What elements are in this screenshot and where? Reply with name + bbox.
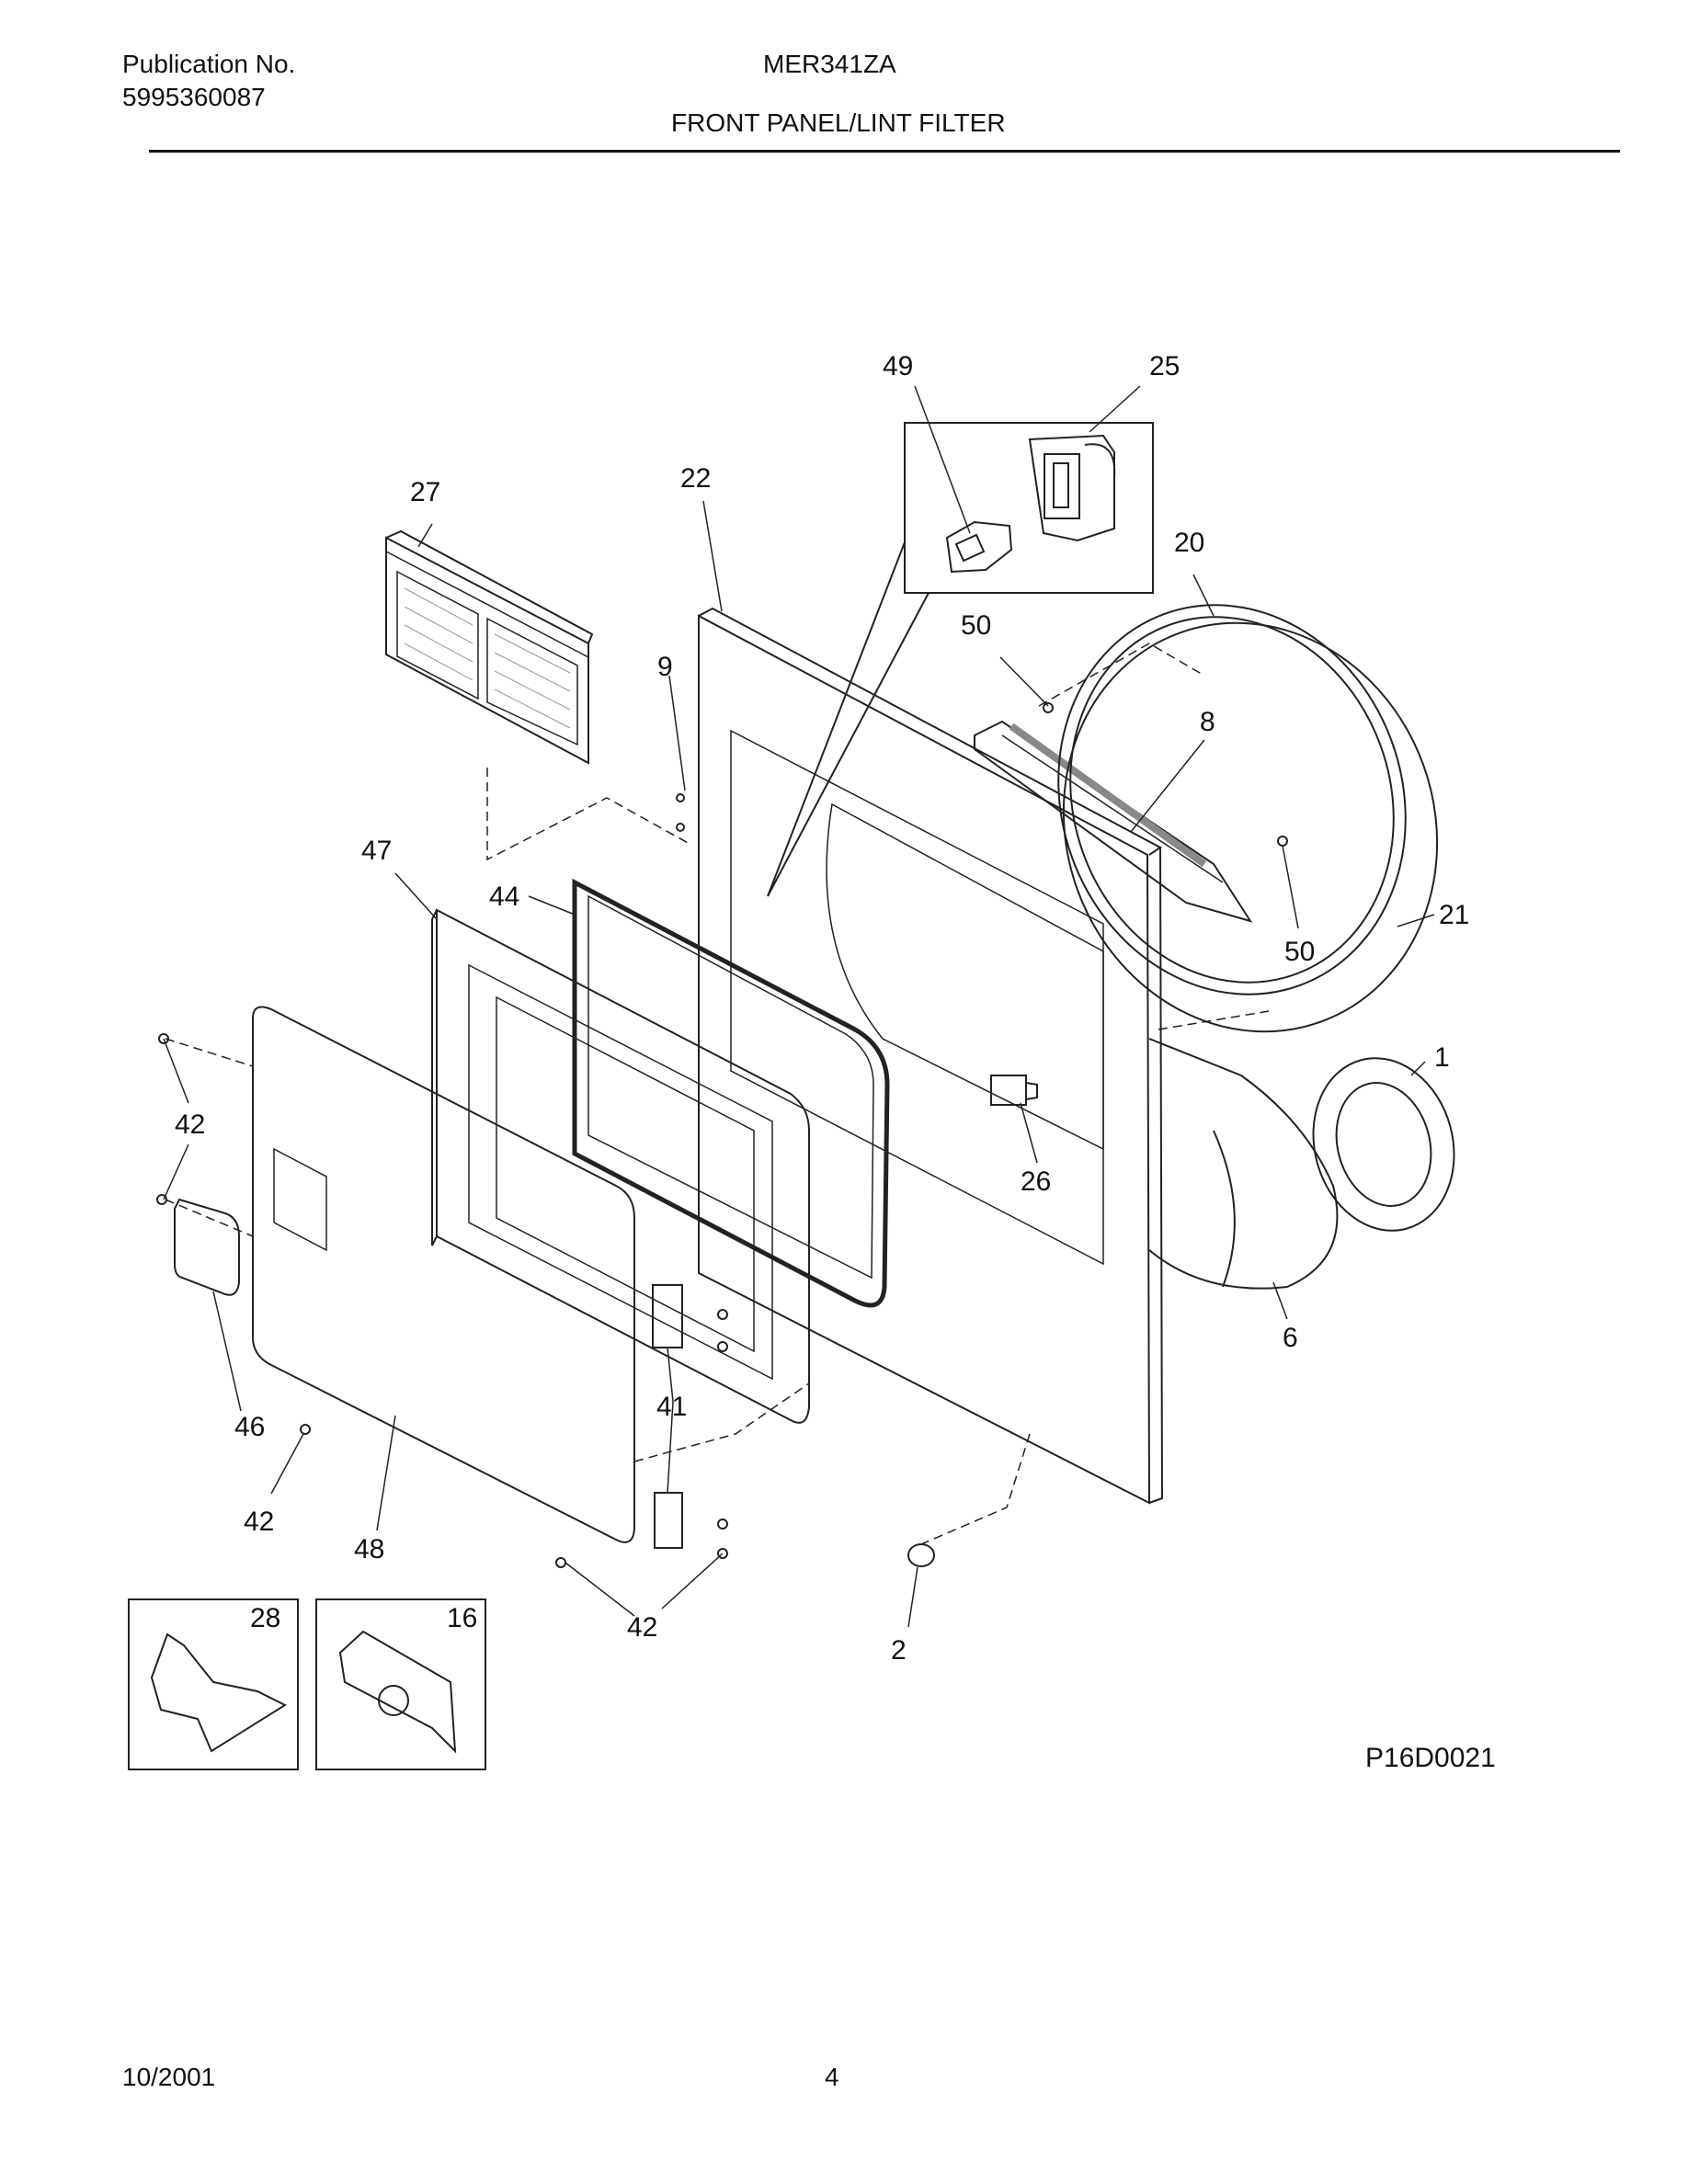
callout-42-left: 42	[175, 1109, 205, 1140]
callout-1: 1	[1434, 1042, 1450, 1073]
callout-47: 47	[361, 836, 392, 866]
drum-felt-seal-part	[1062, 621, 1439, 1033]
exhaust-duct-part	[1148, 1038, 1339, 1290]
door-catch-part	[150, 1632, 288, 1753]
outer-door-part	[252, 1006, 635, 1543]
callout-25: 25	[1149, 351, 1180, 381]
header-rule	[149, 150, 1620, 153]
inset-box-28	[128, 1598, 299, 1770]
alignment-lines	[165, 643, 1270, 1545]
callout-21: 21	[1439, 900, 1469, 930]
callout-22: 22	[680, 463, 711, 494]
callout-42-bottom: 42	[627, 1612, 657, 1643]
publication-label: Publication No.	[122, 50, 296, 78]
model-number: MER341ZA	[763, 50, 896, 78]
footer-page-number: 4	[825, 2063, 839, 2091]
screws	[156, 702, 1288, 1568]
exhaust-ring-part	[1312, 1057, 1455, 1232]
callout-9: 9	[657, 652, 673, 682]
callout-28: 28	[250, 1603, 280, 1633]
footer-date: 10/2001	[122, 2063, 216, 2091]
door-switch-26-part	[990, 1075, 1038, 1106]
strike-part	[338, 1630, 457, 1754]
door-switch-part	[945, 520, 1013, 574]
inset-door-switch-box	[767, 422, 1154, 897]
filter-guide-part	[974, 720, 1253, 923]
plug-part	[907, 1543, 935, 1567]
hinge-lower-part	[654, 1492, 683, 1549]
inner-door-part	[431, 908, 810, 1424]
section-title: FRONT PANEL/LINT FILTER	[671, 108, 1006, 137]
callout-8: 8	[1200, 707, 1215, 737]
leader-lines	[163, 385, 1435, 1628]
lint-filter-mesh	[404, 587, 571, 729]
callout-2: 2	[891, 1635, 907, 1666]
callout-27: 27	[410, 477, 440, 507]
callout-50-upper: 50	[961, 610, 991, 641]
drum-seal-ring-part	[1057, 604, 1407, 995]
door-gasket-part	[572, 878, 890, 1308]
callout-41: 41	[656, 1392, 687, 1422]
hinge-upper-part	[652, 1284, 683, 1348]
callout-46: 46	[234, 1412, 265, 1442]
callout-49: 49	[883, 351, 913, 381]
door-handle-part	[174, 1198, 240, 1296]
door-switch-housing-part	[1028, 434, 1116, 542]
callout-48: 48	[354, 1534, 384, 1564]
callout-44: 44	[489, 882, 519, 912]
inset-box-16	[315, 1598, 486, 1770]
callout-16: 16	[447, 1603, 477, 1633]
callout-26: 26	[1021, 1166, 1051, 1197]
figure-id: P16D0021	[1365, 1743, 1496, 1773]
callout-6: 6	[1283, 1323, 1298, 1353]
callout-50-lower: 50	[1284, 937, 1315, 967]
publication-number: 5995360087	[122, 83, 266, 111]
lint-filter-part	[385, 529, 594, 765]
callout-42-bottom-left: 42	[244, 1507, 274, 1537]
callout-20: 20	[1174, 528, 1204, 558]
front-panel-part	[698, 607, 1164, 1505]
